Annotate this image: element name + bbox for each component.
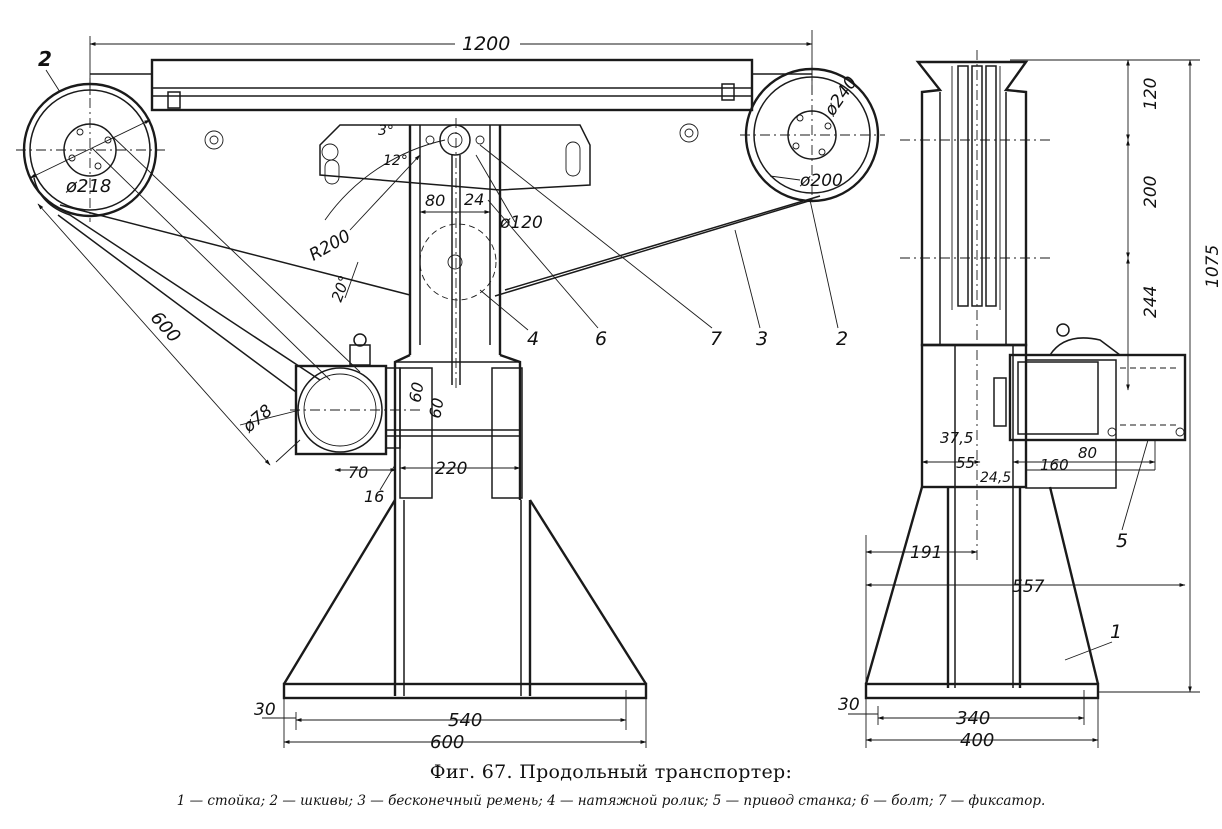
side-view: 5 1 120 200 244 1075 37,5 55 24,5 160 bbox=[838, 50, 1222, 751]
dim-d120: ø120 bbox=[499, 213, 543, 233]
callout-2-left: 2 bbox=[38, 47, 52, 71]
right-pulley bbox=[740, 65, 885, 205]
dim-16: 16 bbox=[364, 487, 384, 506]
dim-55: 55 bbox=[956, 454, 975, 472]
callout-4: 4 bbox=[527, 328, 539, 350]
dim-220: 220 bbox=[435, 459, 467, 479]
callout-1: 1 bbox=[1110, 621, 1122, 643]
conveyor-drawing: 1200 2 ø218 bbox=[16, 30, 1222, 753]
dim-540: 540 bbox=[448, 710, 482, 731]
figure-title: Фиг. 67. Продольный транспортер: bbox=[429, 761, 793, 783]
callout-3: 3 bbox=[756, 328, 768, 350]
callout-6: 6 bbox=[595, 328, 607, 350]
dim-60b: 60 bbox=[425, 396, 447, 419]
dim-557: 557 bbox=[1012, 577, 1045, 597]
figure-legend: 1 — стойка; 2 — шкивы; 3 — бесконечный р… bbox=[176, 793, 1046, 809]
dim-191: 191 bbox=[910, 543, 942, 563]
tension-bracket bbox=[204, 123, 699, 221]
dim-1200: 1200 bbox=[462, 33, 510, 55]
dim-340: 340 bbox=[956, 708, 990, 729]
dim-d200: ø200 bbox=[799, 171, 843, 191]
dim-1075: 1075 bbox=[1203, 245, 1222, 288]
dim-r200: R200 bbox=[306, 226, 354, 265]
dim-600-diag: 600 bbox=[146, 308, 185, 348]
callout-5: 5 bbox=[1116, 530, 1128, 552]
dim-30-side: 30 bbox=[838, 695, 860, 715]
dim-3deg: 3° bbox=[378, 123, 394, 139]
dim-80: 80 bbox=[425, 191, 445, 210]
dim-400: 400 bbox=[960, 730, 994, 751]
top-beam bbox=[90, 58, 812, 112]
dim-12deg: 12° bbox=[383, 153, 408, 169]
side-column bbox=[920, 343, 1156, 688]
dim-d78: ø78 bbox=[238, 401, 276, 438]
callout-2-right: 2 bbox=[836, 328, 848, 350]
side-pulley-housing bbox=[900, 50, 1050, 560]
center-column bbox=[393, 118, 523, 500]
dim-24-5: 24,5 bbox=[980, 470, 1011, 486]
side-motor bbox=[993, 323, 1187, 442]
dim-244: 244 bbox=[1141, 286, 1161, 318]
dim-37-5: 37,5 bbox=[940, 429, 973, 447]
dim-d218: ø218 bbox=[65, 176, 111, 197]
dim-80-side: 80 bbox=[1078, 444, 1097, 462]
dim-120: 120 bbox=[1141, 78, 1161, 110]
dim-70: 70 bbox=[348, 463, 368, 482]
front-stand bbox=[282, 499, 648, 748]
dim-20deg: 20° bbox=[328, 273, 354, 304]
front-view: 1200 2 ø218 bbox=[16, 30, 885, 753]
dim-600-base: 600 bbox=[430, 732, 464, 753]
motor-drive bbox=[239, 333, 520, 463]
dim-24: 24 bbox=[464, 190, 484, 209]
left-pulley bbox=[16, 78, 165, 222]
dim-160: 160 bbox=[1040, 456, 1069, 474]
callout-7: 7 bbox=[710, 328, 722, 350]
dim-30-front: 30 bbox=[254, 700, 276, 720]
dim-200: 200 bbox=[1141, 176, 1161, 208]
conveyor-belt bbox=[33, 135, 821, 393]
dim-60a: 60 bbox=[405, 381, 427, 404]
